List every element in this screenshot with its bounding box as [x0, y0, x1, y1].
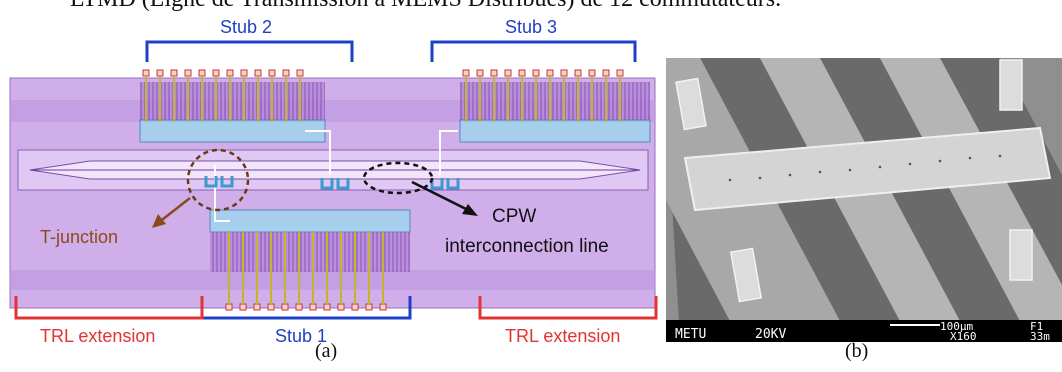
sem-mag: X160 — [950, 330, 977, 343]
pad-feedlines — [145, 76, 621, 304]
sem-scale: 100μm — [940, 320, 973, 333]
tjunction-arrow — [152, 197, 191, 228]
tjunction-label: T-junction — [40, 227, 118, 247]
mems-bridge — [683, 126, 1052, 212]
cpw-label-line2: interconnection line — [445, 236, 609, 257]
stub2-pads — [142, 69, 304, 77]
sem-extra: 33m — [1030, 330, 1050, 343]
trl-left-bracket — [14, 296, 204, 320]
junction-switches — [204, 176, 460, 190]
cpw-arrow — [411, 180, 478, 216]
cpw-ellipse — [362, 161, 434, 195]
sem-kv: 20KV — [755, 327, 786, 342]
stub3-array — [459, 82, 651, 143]
trl-left-label: TRL extension — [40, 326, 155, 346]
sem-lab: METU — [675, 327, 706, 342]
sem-info-bar — [666, 320, 1062, 342]
sem-frame: F1 — [1030, 320, 1043, 333]
tjunction-ellipse — [186, 148, 250, 212]
layout-figure-a: Stub 2 Stub 3 T-junction CPW interconnec… — [9, 17, 658, 346]
stub3-label: Stub 3 — [505, 17, 557, 37]
trl-right-bracket — [478, 296, 658, 320]
cpw-label-line1: CPW — [492, 206, 536, 227]
caption-b: (b) — [845, 340, 869, 362]
stub1-array — [209, 209, 411, 272]
stub2-bracket — [145, 40, 354, 62]
stub2-label: Stub 2 — [220, 17, 272, 37]
top-caption: LTMD (Ligne de Transmission à MEMS Distr… — [70, 0, 781, 13]
stub3-bracket — [430, 40, 637, 62]
cpw-line — [17, 149, 649, 191]
sem-image: METU 20KV 100μm X160 F1 33m — [666, 58, 1062, 343]
stub1-label: Stub 1 — [275, 326, 327, 346]
caption-a: (a) — [315, 340, 338, 362]
stub2-array — [139, 82, 326, 143]
trl-right-label: TRL extension — [505, 326, 620, 346]
stub3-pads — [462, 69, 624, 77]
